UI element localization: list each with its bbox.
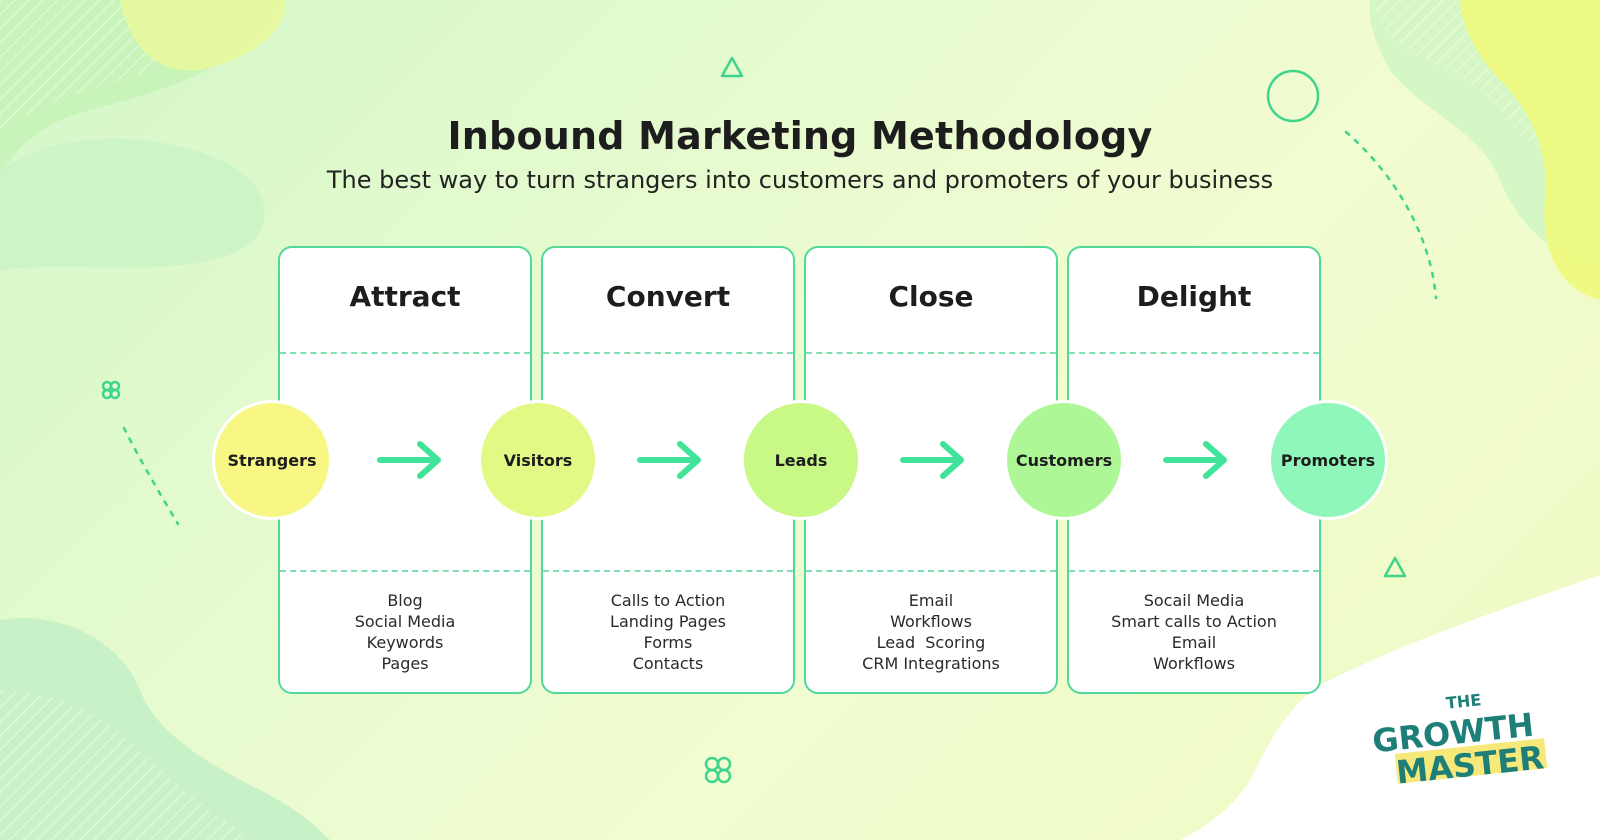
stage-customers: Customers [1004,400,1124,520]
list-item: CRM Integrations [862,654,1000,673]
divider [543,570,793,572]
divider [543,352,793,354]
list-item: Blog [387,591,423,610]
phase-title-delight: Delight [1136,280,1252,313]
phase-items-close: Email Workflows Lead Scoring CRM Integra… [806,590,1056,674]
phase-title-convert: Convert [605,280,731,313]
arrow-right-icon [637,441,701,479]
list-item: Contacts [632,654,704,673]
phase-items-attract: Blog Social Media Keywords Pages [280,590,530,674]
arrow-right-icon [1163,441,1227,479]
phase-title-attract: Attract [349,280,461,313]
stage-strangers: Strangers [212,400,332,520]
list-item: Workflows [890,612,972,631]
list-item: Landing Pages [610,612,726,631]
divider [280,570,530,572]
list-item: Forms [643,633,693,652]
page-title: Inbound Marketing Methodology [447,114,1153,158]
list-item: Lead Scoring [876,633,986,652]
divider [1069,352,1319,354]
phase-items-delight: Socail Media Smart calls to Action Email… [1069,590,1319,674]
list-item: Smart calls to Action [1111,612,1277,631]
list-item: Workflows [1153,654,1235,673]
list-item: Keywords [366,633,444,652]
list-item: Socail Media [1143,591,1245,610]
list-item: Social Media [354,612,456,631]
phase-title-close: Close [888,280,974,313]
arrow-right-icon [377,441,441,479]
list-item: Email [908,591,954,610]
stage-promoters: Promoters [1268,400,1388,520]
list-item: Calls to Action [610,591,726,610]
logo-text-the: THE [1445,690,1483,713]
divider [1069,570,1319,572]
list-item: Email [1171,633,1217,652]
stage-leads: Leads [741,400,861,520]
arrow-right-icon [900,441,964,479]
page-subtitle: The best way to turn strangers into cust… [326,166,1274,194]
divider [280,352,530,354]
stage-visitors: Visitors [478,400,598,520]
list-item: Pages [381,654,429,673]
growth-master-logo: THE GROWTH MASTER [1366,684,1556,794]
divider [806,570,1056,572]
divider [806,352,1056,354]
phase-items-convert: Calls to Action Landing Pages Forms Cont… [543,590,793,674]
